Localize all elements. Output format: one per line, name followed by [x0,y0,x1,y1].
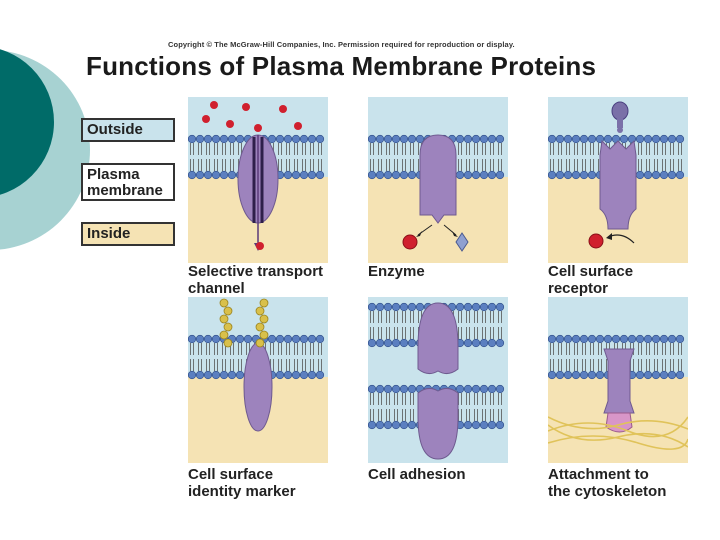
caption-enzyme: Enzyme [368,263,425,280]
caption-cell-adhesion: Cell adhesion [368,466,466,483]
caption-line1: Enzyme [368,263,425,280]
cytoskeleton-filaments [548,416,688,450]
caption-line1: Attachment to [548,466,649,483]
legend-membrane-label-line2: membrane [87,182,163,199]
caption-line2: receptor [548,280,609,297]
legend-outside-label: Outside [87,121,143,138]
adhesion-protein-bottom [417,387,459,460]
solute-molecules [202,101,302,250]
legend-inside-label: Inside [87,225,131,242]
legend-plasma-membrane: Plasma membrane [81,163,175,201]
panel-cytoskeleton [548,297,688,463]
panel-enzyme [368,97,508,263]
carbohydrate-chains [219,298,269,348]
anchor-protein [603,348,635,414]
legend-inside: Inside [81,222,175,246]
marker-glycoprotein [243,342,273,432]
caption-cytoskeleton: Attachment to the cytoskeleton [548,466,666,500]
receptor-protein [599,139,637,230]
panel-transport-channel [188,97,328,263]
legend-outside: Outside [81,118,175,142]
adhesion-protein-top [417,302,459,375]
page-title: Functions of Plasma Membrane Proteins [86,51,597,81]
caption-line2: identity marker [188,483,296,500]
panel-receptor [548,97,688,263]
panel-cell-adhesion [368,297,508,463]
caption-line1: Cell surface [548,263,634,280]
caption-line1: Cell surface [188,466,274,483]
caption-line2: channel [188,280,245,297]
product-molecule-2 [455,232,469,252]
signal-molecule [611,101,629,121]
caption-line1: Cell adhesion [368,466,466,483]
caption-line1: Selective transport [188,263,324,280]
legend-membrane-label-line1: Plasma [87,166,140,183]
product-molecule [402,234,418,250]
enzyme-protein [419,134,457,224]
decorative-circles [0,49,90,250]
caption-line2: the cytoskeleton [548,483,667,500]
panel-identity-marker [188,297,328,463]
caption-receptor: Cell surface receptor [548,263,633,297]
copyright-notice: Copyright © The McGraw-Hill Companies, I… [168,40,515,49]
caption-transport-channel: Selective transport channel [188,263,323,297]
caption-identity-marker: Cell surface identity marker [188,466,296,500]
